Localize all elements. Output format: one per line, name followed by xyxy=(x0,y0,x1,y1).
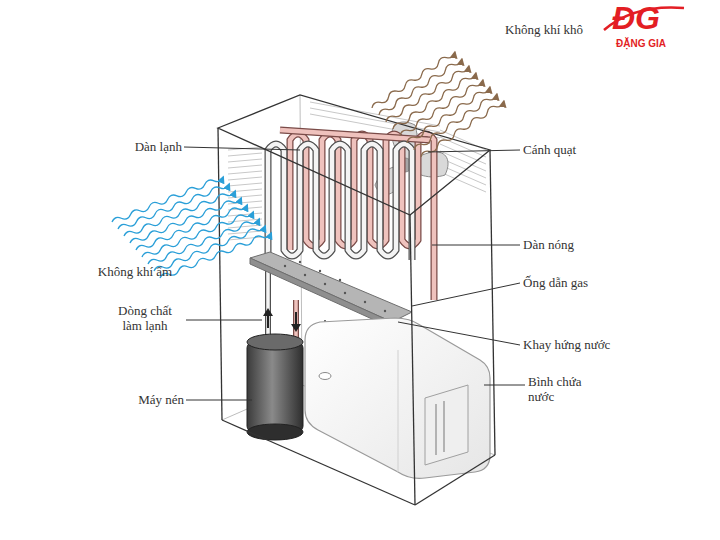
air-flow-label: Không khí ẩm xyxy=(75,264,195,279)
cold-coil xyxy=(268,144,412,260)
part-label: Khay hứng nước xyxy=(523,337,653,352)
water-tank xyxy=(305,318,490,478)
part-label: Cánh quạt xyxy=(523,142,633,157)
compressor xyxy=(247,334,303,440)
logo-text: ĐG xyxy=(612,0,702,36)
part-label: Dàn nóng xyxy=(523,237,633,252)
flow-arrow xyxy=(263,308,301,332)
logo-text: ĐẶNG GIA xyxy=(616,38,706,50)
part-label: Bình chứa nước xyxy=(528,374,598,404)
part-label: Ống dẫn gas xyxy=(523,275,643,290)
leader-line xyxy=(184,147,525,400)
part-label: Dàn lạnh xyxy=(100,139,182,154)
box-outline xyxy=(218,95,495,505)
dry-air-arrows xyxy=(371,50,506,159)
part-label: Dòng chất làm lạnh xyxy=(108,303,182,333)
part-label: Máy nén xyxy=(100,392,184,407)
